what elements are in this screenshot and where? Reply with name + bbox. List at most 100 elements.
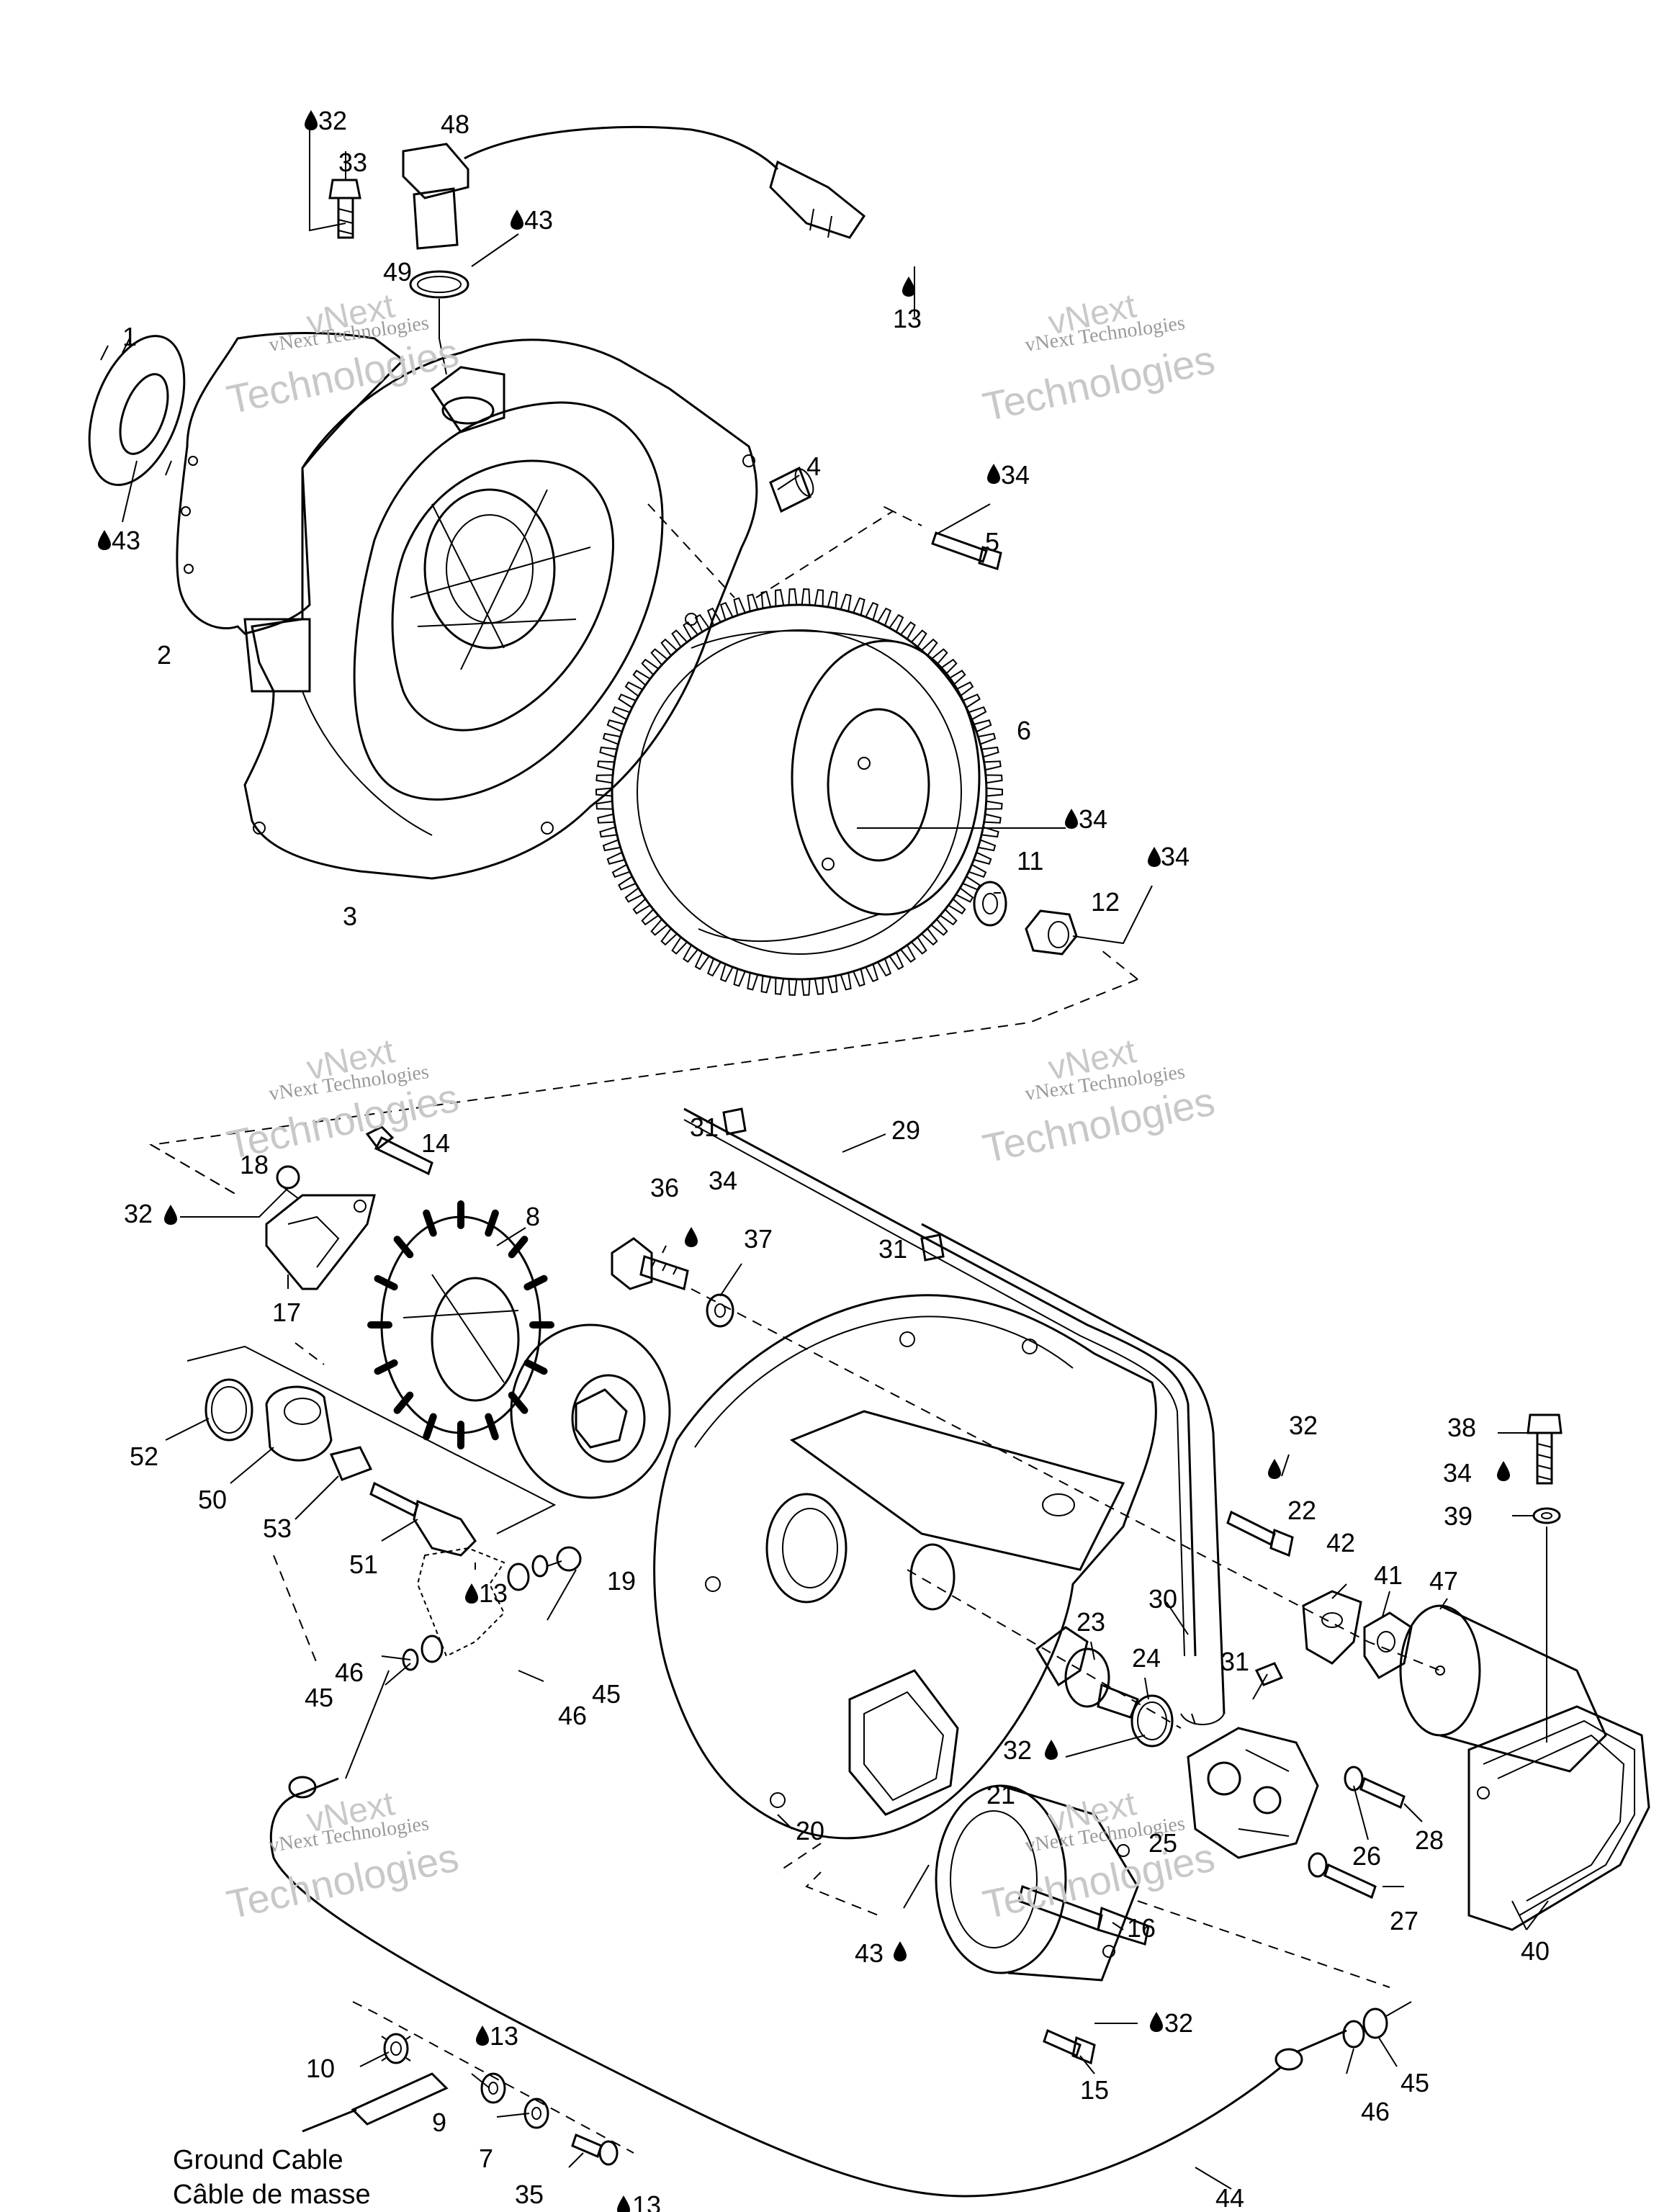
callout-46: 46 <box>335 1658 364 1687</box>
solenoid-47 <box>1399 1604 1607 1773</box>
callout-7: 7 <box>479 2144 493 2173</box>
callout-34: 34 <box>1001 460 1030 490</box>
bolt-36 <box>611 1237 689 1290</box>
callout-23: 23 <box>1076 1607 1105 1637</box>
callout-44: 44 <box>1215 2183 1244 2212</box>
callout-1: 1 <box>122 322 137 351</box>
callout-21: 21 <box>986 1780 1015 1809</box>
bolt-33 <box>328 179 361 239</box>
washer-39 <box>1532 1507 1561 1524</box>
screw-28 <box>1359 1776 1406 1809</box>
callout-39: 39 <box>1444 1501 1473 1531</box>
callout-32: 32 <box>1003 1735 1032 1765</box>
callout-49: 49 <box>383 257 412 287</box>
callout-52: 52 <box>130 1442 158 1471</box>
callout-25: 25 <box>1148 1828 1177 1858</box>
dowel-pin-4 <box>769 466 814 513</box>
callout-9: 9 <box>432 2108 446 2137</box>
callout-37: 37 <box>744 1224 773 1254</box>
shaft-16 <box>1017 1885 1150 1946</box>
flywheel-ring-gear-6 <box>595 588 1003 996</box>
callout-40: 40 <box>1521 1936 1550 1966</box>
callout-11: 11 <box>1017 846 1043 876</box>
upper-dash-lines <box>149 503 1138 1196</box>
callout-45: 45 <box>305 1683 333 1712</box>
shaft-23 <box>1035 1626 1139 1719</box>
screw-27 <box>1323 1863 1377 1899</box>
callout-43: 43 <box>112 526 140 555</box>
lower-dash-lines <box>150 1144 1441 2154</box>
callout-labels: 32 33 48 43 49 13 1 4 34 43 5 2 6 34 34 … <box>112 106 1550 2212</box>
callout-38: 38 <box>1447 1413 1476 1442</box>
group-frame-50-53 <box>186 1345 557 1534</box>
o-ring-49 <box>409 270 469 299</box>
callout-15: 15 <box>1080 2075 1109 2105</box>
ground-cable-label-en: Ground Cable <box>173 2145 343 2175</box>
watermark-1: vNext Technologies vNext Technologies <box>222 287 462 422</box>
callout-12: 12 <box>1091 887 1120 917</box>
washer-11 <box>973 881 1007 927</box>
bolt-22 <box>1226 1510 1294 1557</box>
callout-32: 32 <box>1164 2008 1193 2038</box>
callout-20: 20 <box>796 1816 824 1845</box>
callout-45: 45 <box>1401 2068 1429 2098</box>
callout-32: 32 <box>1289 1411 1318 1440</box>
watermark-4: vNext Technologies vNext Technologies <box>979 1032 1218 1171</box>
callout-27: 27 <box>1390 1906 1419 1936</box>
upper-leaders <box>122 130 1153 945</box>
callout-35: 35 <box>515 2180 544 2209</box>
gasket-2 <box>176 332 405 635</box>
callout-53: 53 <box>263 1514 292 1543</box>
svg-text:Technologies: Technologies <box>222 1834 462 1928</box>
callout-34: 34 <box>1079 804 1107 834</box>
bolt-14 <box>365 1125 433 1176</box>
callout-13: 13 <box>479 1578 508 1608</box>
callout-34: 34 <box>1443 1458 1472 1488</box>
watermark-5: vNext Technologies vNext Technologies <box>222 1784 462 1927</box>
o-ring-24 <box>1130 1694 1174 1748</box>
callout-19: 19 <box>607 1566 636 1596</box>
cap-31c <box>1254 1662 1284 1686</box>
callout-24: 24 <box>1132 1643 1161 1673</box>
callout-42: 42 <box>1326 1528 1355 1557</box>
bracket-42 <box>1302 1590 1362 1665</box>
bracket-17 <box>265 1194 376 1290</box>
callout-48: 48 <box>441 109 469 139</box>
sensor-48 <box>402 125 866 250</box>
connector-51 <box>369 1481 477 1557</box>
callout-41: 41 <box>1374 1560 1403 1590</box>
cable-terminal <box>302 2072 449 2133</box>
cap-53 <box>329 1446 373 1481</box>
tube-29 <box>683 1107 1197 1657</box>
callout-10: 10 <box>306 2054 335 2083</box>
starter-drive-21 <box>935 1784 1139 1982</box>
callout-14: 14 <box>421 1128 450 1158</box>
washer-9 <box>480 2072 506 2104</box>
o-ring-52 <box>204 1378 253 1442</box>
bolt-15 <box>1043 2028 1096 2065</box>
callout-13: 13 <box>632 2190 661 2212</box>
callout-36: 36 <box>650 1173 679 1202</box>
seal-ring-1 <box>88 335 186 486</box>
tube-30 <box>921 1223 1226 1725</box>
callout-29: 29 <box>891 1115 920 1145</box>
cap-31b <box>920 1233 945 1262</box>
callout-28: 28 <box>1415 1825 1444 1855</box>
callout-50: 50 <box>198 1485 227 1514</box>
callout-34: 34 <box>1161 842 1190 871</box>
clip-assembly-45-46 <box>345 1546 582 1779</box>
callout-32: 32 <box>124 1199 153 1228</box>
grommet-50 <box>265 1385 333 1462</box>
callout-46: 46 <box>1361 2097 1390 2126</box>
callout-33: 33 <box>338 148 367 177</box>
flywheel-housing-3 <box>243 338 758 880</box>
callout-31: 31 <box>1220 1647 1249 1676</box>
callout-43: 43 <box>855 1938 884 1968</box>
callout-4: 4 <box>806 451 821 481</box>
callout-31: 31 <box>690 1112 719 1142</box>
bolt-38 <box>1527 1413 1563 1485</box>
callout-46: 46 <box>558 1701 587 1730</box>
callout-31: 31 <box>878 1234 907 1264</box>
callout-5: 5 <box>985 527 999 557</box>
